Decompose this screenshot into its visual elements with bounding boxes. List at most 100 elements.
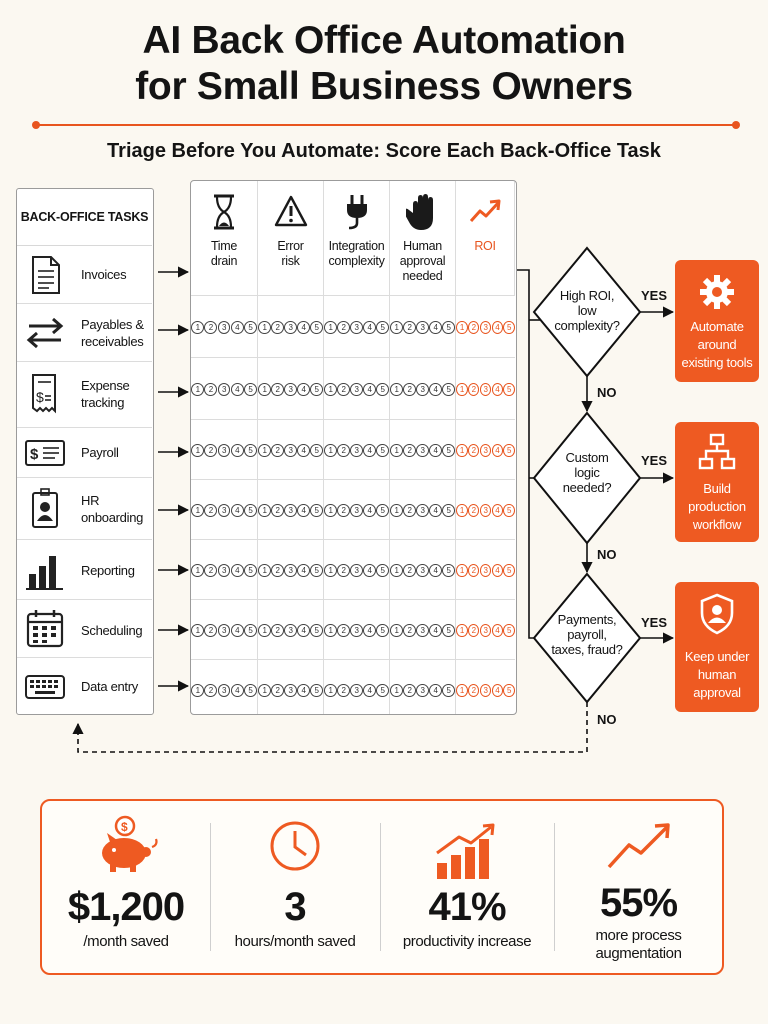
score-option[interactable]: 1 [258, 623, 271, 637]
score-option[interactable]: 3 [350, 320, 363, 334]
score-option[interactable]: 5 [244, 623, 257, 637]
score-option[interactable]: 3 [479, 320, 492, 334]
score-option[interactable]: 4 [230, 623, 244, 637]
score-option[interactable]: 3 [416, 320, 429, 334]
score-option[interactable]: 3 [350, 563, 363, 577]
score-option[interactable]: 2 [337, 503, 350, 517]
score-option[interactable]: 1 [324, 443, 337, 457]
score-option[interactable]: 4 [230, 563, 244, 577]
score-option[interactable]: 5 [244, 382, 257, 396]
score-option[interactable]: 1 [191, 320, 205, 334]
score-option[interactable]: 5 [503, 443, 515, 457]
score-option[interactable]: 4 [297, 683, 310, 697]
score-option[interactable]: 3 [217, 320, 231, 334]
score-option[interactable]: 2 [337, 623, 350, 637]
score-option[interactable]: 4 [297, 623, 310, 637]
score-option[interactable]: 3 [350, 683, 363, 697]
score-option[interactable]: 3 [416, 503, 429, 517]
score-option[interactable]: 3 [284, 503, 297, 517]
score-option[interactable]: 1 [390, 382, 403, 396]
score-option[interactable]: 2 [204, 503, 218, 517]
score-option[interactable]: 5 [310, 683, 323, 697]
score-option[interactable]: 4 [363, 382, 376, 396]
score-option[interactable]: 1 [456, 623, 468, 637]
score-option[interactable]: 1 [258, 683, 271, 697]
score-option[interactable]: 2 [403, 320, 416, 334]
score-option[interactable]: 3 [217, 443, 231, 457]
score-option[interactable]: 2 [204, 443, 218, 457]
score-option[interactable]: 3 [416, 563, 429, 577]
score-option[interactable]: 1 [324, 563, 337, 577]
score-option[interactable]: 1 [390, 563, 403, 577]
score-option[interactable]: 1 [324, 683, 337, 697]
score-option[interactable]: 5 [310, 623, 323, 637]
score-option[interactable]: 5 [244, 443, 257, 457]
score-option[interactable]: 2 [403, 623, 416, 637]
score-option[interactable]: 4 [363, 683, 376, 697]
score-option[interactable]: 1 [191, 382, 205, 396]
score-option[interactable]: 5 [376, 623, 389, 637]
score-option[interactable]: 2 [467, 503, 480, 517]
score-option[interactable]: 4 [297, 443, 310, 457]
score-option[interactable]: 2 [271, 563, 284, 577]
score-option[interactable]: 2 [337, 563, 350, 577]
score-option[interactable]: 2 [337, 382, 350, 396]
score-option[interactable]: 3 [217, 623, 231, 637]
score-option[interactable]: 5 [503, 563, 515, 577]
score-option[interactable]: 1 [258, 382, 271, 396]
score-option[interactable]: 1 [191, 683, 205, 697]
score-option[interactable]: 4 [429, 623, 442, 637]
score-option[interactable]: 2 [403, 563, 416, 577]
score-option[interactable]: 1 [456, 683, 468, 697]
score-option[interactable]: 5 [442, 683, 455, 697]
score-option[interactable]: 1 [456, 443, 468, 457]
score-option[interactable]: 5 [503, 320, 515, 334]
score-option[interactable]: 5 [442, 503, 455, 517]
score-option[interactable]: 4 [491, 320, 503, 334]
score-option[interactable]: 1 [456, 563, 468, 577]
score-option[interactable]: 2 [271, 503, 284, 517]
score-option[interactable]: 4 [363, 563, 376, 577]
score-option[interactable]: 2 [271, 320, 284, 334]
score-option[interactable]: 1 [191, 443, 205, 457]
score-option[interactable]: 5 [244, 563, 257, 577]
score-option[interactable]: 5 [310, 320, 323, 334]
score-option[interactable]: 2 [271, 683, 284, 697]
score-option[interactable]: 4 [297, 320, 310, 334]
score-option[interactable]: 2 [467, 320, 480, 334]
score-option[interactable]: 1 [390, 320, 403, 334]
score-option[interactable]: 5 [310, 443, 323, 457]
score-option[interactable]: 2 [204, 320, 218, 334]
score-option[interactable]: 4 [297, 563, 310, 577]
score-option[interactable]: 5 [376, 320, 389, 334]
score-option[interactable]: 4 [230, 683, 244, 697]
score-option[interactable]: 5 [244, 320, 257, 334]
score-option[interactable]: 4 [230, 320, 244, 334]
score-option[interactable]: 5 [244, 503, 257, 517]
score-option[interactable]: 1 [191, 563, 205, 577]
score-option[interactable]: 5 [376, 443, 389, 457]
score-option[interactable]: 2 [271, 443, 284, 457]
score-option[interactable]: 1 [258, 503, 271, 517]
score-option[interactable]: 3 [416, 683, 429, 697]
score-option[interactable]: 5 [310, 503, 323, 517]
score-option[interactable]: 1 [324, 320, 337, 334]
score-option[interactable]: 3 [416, 382, 429, 396]
score-option[interactable]: 3 [350, 503, 363, 517]
score-option[interactable]: 3 [217, 683, 231, 697]
score-option[interactable]: 3 [217, 503, 231, 517]
score-option[interactable]: 2 [403, 443, 416, 457]
score-option[interactable]: 5 [442, 623, 455, 637]
score-option[interactable]: 5 [503, 382, 515, 396]
score-option[interactable]: 3 [350, 443, 363, 457]
score-option[interactable]: 4 [429, 683, 442, 697]
score-option[interactable]: 4 [429, 382, 442, 396]
score-option[interactable]: 3 [479, 443, 492, 457]
score-option[interactable]: 4 [230, 443, 244, 457]
score-option[interactable]: 4 [230, 382, 244, 396]
score-option[interactable]: 4 [491, 382, 503, 396]
score-option[interactable]: 2 [467, 683, 480, 697]
score-option[interactable]: 4 [429, 320, 442, 334]
score-option[interactable]: 3 [416, 623, 429, 637]
score-option[interactable]: 1 [456, 320, 468, 334]
